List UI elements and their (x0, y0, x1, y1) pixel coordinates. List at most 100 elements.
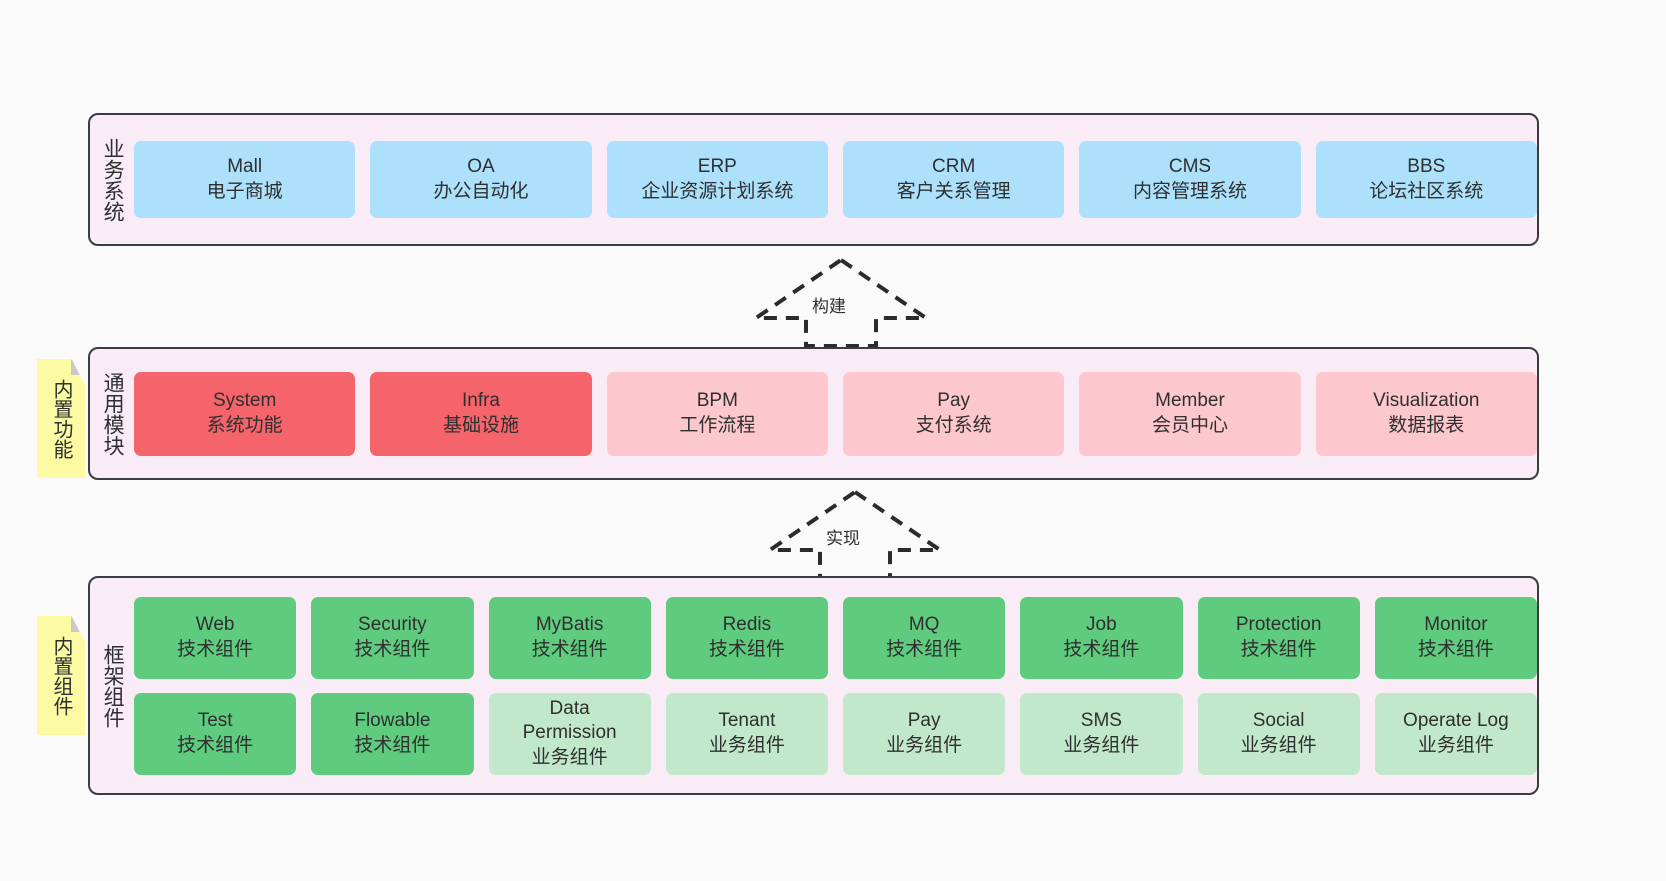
box-mq[interactable]: MQ 技术组件 (843, 596, 1006, 679)
box-subtitle: 技术组件 (1417, 638, 1494, 660)
box-title: Job (1086, 614, 1117, 636)
box-bpm[interactable]: BPM 工作流程 (606, 371, 828, 456)
box-subtitle: 技术组件 (177, 734, 254, 756)
box-subtitle: 技术组件 (354, 638, 431, 660)
box-subtitle: 内容管理系统 (1132, 180, 1247, 202)
layer-business-caption: 业务系统 (101, 137, 125, 222)
business-row: Mall 电子商城 OA 办公自动化 ERP 企业资源计划系统 CRM 客户关系… (134, 141, 1537, 218)
box-title: Protection (1235, 614, 1322, 636)
box-title: BBS (1407, 156, 1446, 178)
box-pay-component[interactable]: Pay 业务组件 (843, 692, 1006, 775)
box-subtitle: 业务组件 (531, 746, 608, 768)
box-subtitle: 业务组件 (1063, 734, 1140, 756)
note-label: 内置组件 (50, 635, 72, 716)
box-subtitle: 业务组件 (708, 734, 785, 756)
box-subtitle: 技术组件 (354, 734, 431, 756)
box-title: Infra (461, 390, 500, 412)
box-system[interactable]: System 系统功能 (134, 371, 356, 456)
layer-framework-components: 框架组件 Web 技术组件 Security 技术组件 MyBatis 技术组件… (88, 576, 1539, 795)
box-member[interactable]: Member 会员中心 (1079, 371, 1301, 456)
connector-build-label: 构建 (812, 297, 846, 316)
box-data-permission[interactable]: Data Permission 业务组件 (488, 692, 651, 775)
layer-framework-caption: 框架组件 (101, 643, 125, 728)
box-subtitle: 技术组件 (177, 638, 254, 660)
box-subtitle: 支付系统 (915, 414, 992, 436)
box-web[interactable]: Web 技术组件 (134, 596, 297, 679)
box-title: Pay (937, 390, 971, 412)
box-subtitle: 数据报表 (1388, 414, 1465, 436)
box-title: Pay (907, 710, 941, 732)
box-subtitle: 客户关系管理 (896, 180, 1011, 202)
box-job[interactable]: Job 技术组件 (1020, 596, 1183, 679)
box-cms[interactable]: CMS 内容管理系统 (1079, 141, 1301, 218)
box-subtitle: 技术组件 (1240, 638, 1317, 660)
box-title: Mall (227, 156, 263, 178)
box-visualization[interactable]: Visualization 数据报表 (1315, 371, 1537, 456)
box-monitor[interactable]: Monitor 技术组件 (1374, 596, 1537, 679)
box-operate-log[interactable]: Operate Log 业务组件 (1374, 692, 1537, 775)
box-security[interactable]: Security 技术组件 (311, 596, 474, 679)
box-title: Redis (722, 614, 772, 636)
box-infra[interactable]: Infra 基础设施 (370, 371, 592, 456)
box-title: BPM (696, 390, 738, 412)
box-title: OA (467, 156, 495, 178)
connector-implement-label: 实现 (826, 529, 860, 548)
box-title: MyBatis (535, 614, 604, 636)
box-subtitle: 业务组件 (1417, 734, 1494, 756)
box-oa[interactable]: OA 办公自动化 (370, 141, 592, 218)
box-title: Operate Log (1403, 710, 1509, 732)
framework-row-biz: Test 技术组件 Flowable 技术组件 Data Permission … (134, 692, 1537, 775)
box-title: Tenant (718, 710, 776, 732)
box-title: System (212, 390, 277, 412)
box-subtitle: 电子商城 (206, 180, 283, 202)
box-test[interactable]: Test 技术组件 (134, 692, 297, 775)
box-subtitle: 办公自动化 (433, 180, 529, 202)
box-subtitle: 基础设施 (442, 414, 519, 436)
box-subtitle: 会员中心 (1151, 414, 1228, 436)
box-subtitle: 业务组件 (886, 734, 963, 756)
common-row: System 系统功能 Infra 基础设施 BPM 工作流程 Pay 支付系统… (134, 371, 1537, 456)
box-tenant[interactable]: Tenant 业务组件 (665, 692, 828, 775)
box-flowable[interactable]: Flowable 技术组件 (311, 692, 474, 775)
box-pay-module[interactable]: Pay 支付系统 (842, 371, 1065, 456)
box-mall[interactable]: Mall 电子商城 (134, 141, 356, 218)
layer-business-systems: 业务系统 Mall 电子商城 OA 办公自动化 ERP 企业资源计划系统 CRM… (88, 113, 1539, 246)
note-fold-icon (71, 359, 85, 375)
layer-business-body: Mall 电子商城 OA 办公自动化 ERP 企业资源计划系统 CRM 客户关系… (134, 115, 1537, 244)
box-erp[interactable]: ERP 企业资源计划系统 (606, 141, 828, 218)
box-bbs[interactable]: BBS 论坛社区系统 (1315, 141, 1537, 218)
connector-build-arrow (752, 257, 930, 348)
box-subtitle: 技术组件 (708, 638, 785, 660)
note-builtin-components: 内置组件 (37, 616, 85, 735)
box-redis[interactable]: Redis 技术组件 (665, 596, 828, 679)
box-social[interactable]: Social 业务组件 (1197, 692, 1360, 775)
box-subtitle: 工作流程 (679, 414, 756, 436)
box-title: CRM (932, 156, 976, 178)
box-crm[interactable]: CRM 客户关系管理 (842, 141, 1065, 218)
note-label: 内置功能 (50, 378, 72, 459)
box-sms[interactable]: SMS 业务组件 (1020, 692, 1183, 775)
box-title: Member (1155, 390, 1225, 412)
connector-implement-arrow (766, 489, 944, 580)
box-title: Visualization (1373, 390, 1480, 412)
box-title: Security (358, 614, 427, 636)
layer-common-caption: 通用模块 (101, 371, 125, 456)
box-title: Flowable (354, 710, 431, 732)
box-subtitle: 技术组件 (1063, 638, 1140, 660)
box-subtitle: 企业资源计划系统 (641, 180, 794, 202)
layer-framework-body: Web 技术组件 Security 技术组件 MyBatis 技术组件 Redi… (134, 578, 1537, 793)
box-title: CMS (1168, 156, 1212, 178)
box-subtitle: 技术组件 (531, 638, 608, 660)
box-subtitle: 论坛社区系统 (1369, 180, 1484, 202)
layer-common-body: System 系统功能 Infra 基础设施 BPM 工作流程 Pay 支付系统… (134, 349, 1537, 478)
box-title: MQ (908, 614, 940, 636)
box-title: Web (195, 614, 235, 636)
box-title: SMS (1080, 710, 1122, 732)
box-title: ERP (697, 156, 737, 178)
note-fold-icon (71, 616, 85, 632)
box-title: Test (197, 710, 233, 732)
box-mybatis[interactable]: MyBatis 技术组件 (488, 596, 651, 679)
note-builtin-functions: 内置功能 (37, 359, 85, 478)
box-title: Monitor (1424, 614, 1488, 636)
box-protection[interactable]: Protection 技术组件 (1197, 596, 1360, 679)
